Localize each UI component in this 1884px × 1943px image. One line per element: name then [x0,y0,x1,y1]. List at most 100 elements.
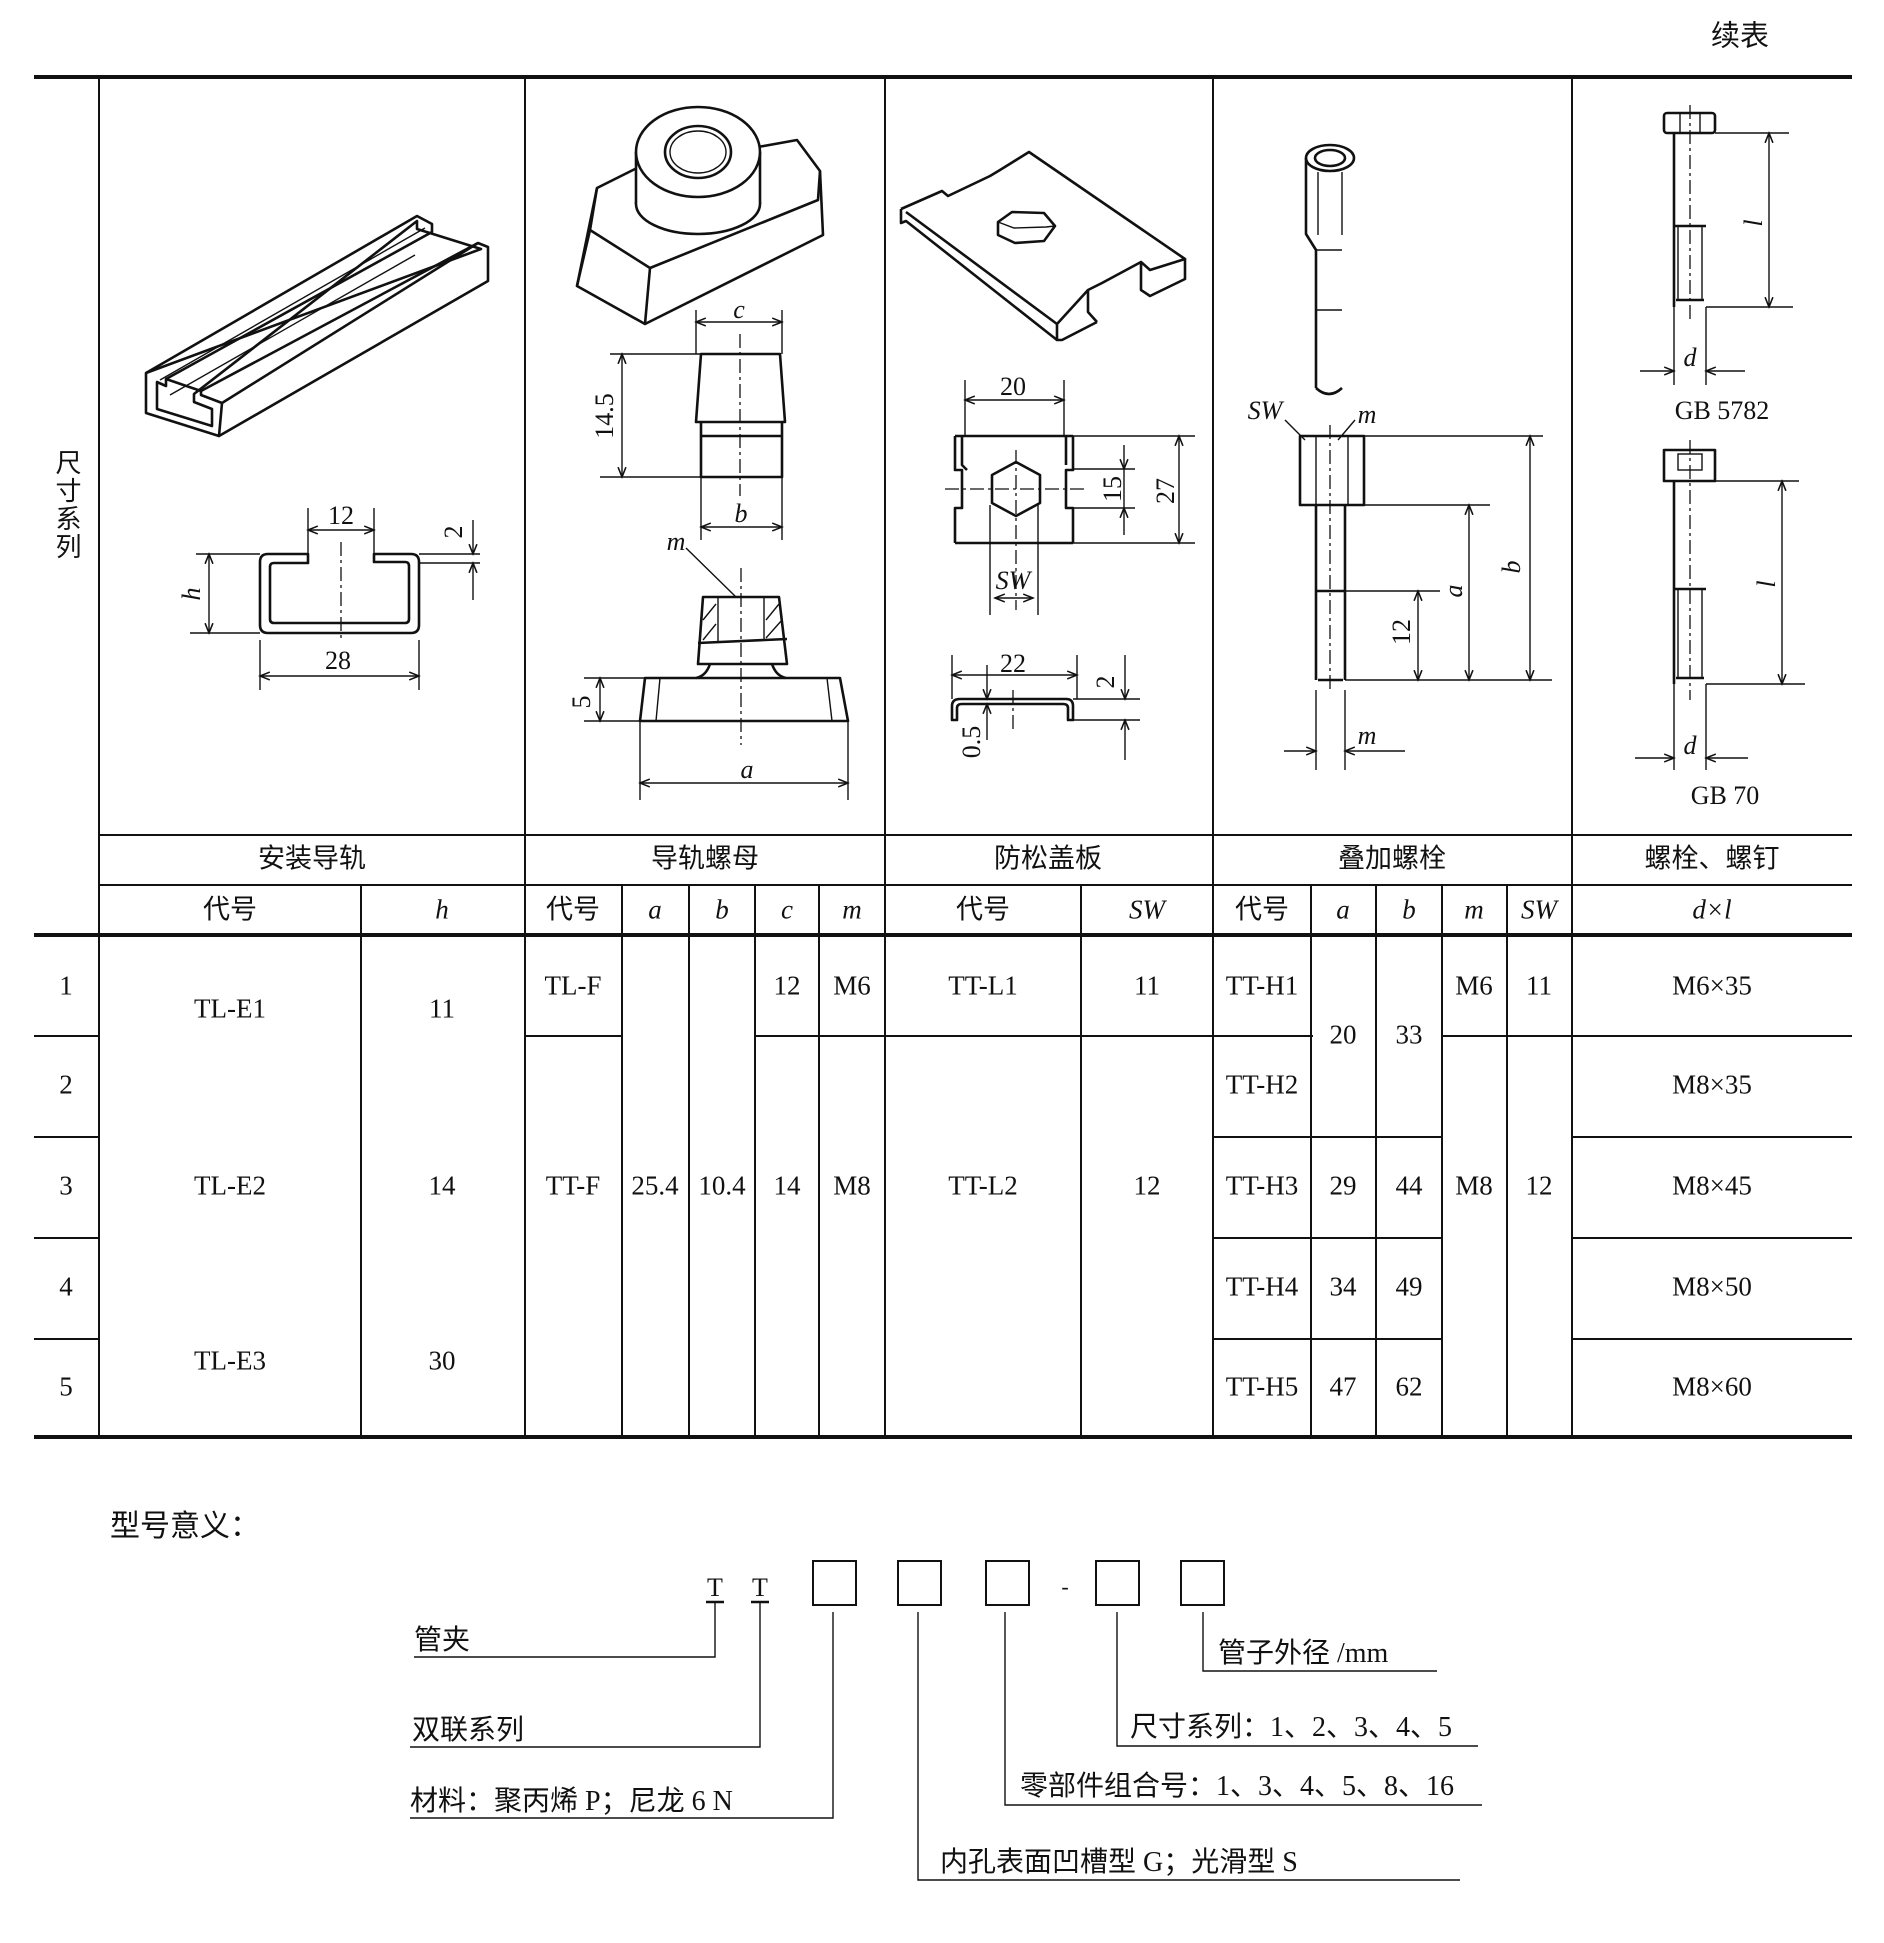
bolt-code: TT-H1 [1225,970,1299,1001]
dimension-label: a [741,755,754,784]
nut-m: M6 [833,970,871,1001]
desc-clamp: 管夹 [414,1625,471,1656]
column-rule [1080,885,1082,1437]
dimension-label: c [733,295,745,324]
dimension-label: b [1497,561,1526,574]
column-header: m [1464,894,1484,925]
nut-code: TT-F [545,1170,601,1201]
table-top-rule [34,75,1852,79]
column-header: 代号 [956,894,1010,925]
nut-a: 25.4 [631,1170,679,1201]
bolt-a: 29 [1329,1170,1357,1201]
header-bottom-rule [34,933,1852,937]
column-header: b [1402,894,1416,925]
cover-code: TT-L2 [948,1170,1018,1201]
column-rule [884,76,886,1437]
bolt-sw: 11 [1526,970,1552,1001]
nut-b: 10.4 [698,1170,746,1201]
dimension-label: m [667,527,686,556]
cover-plate-side-view-drawing: 22 2 0.5 [952,649,1140,760]
column-rule [1212,76,1214,1437]
row-rule [34,1338,99,1340]
dimension-label: 2 [1091,676,1120,689]
bolt-code: TT-H2 [1225,1069,1299,1100]
category-header: 导轨螺母 [651,843,759,874]
row-rule [525,1035,622,1037]
dimension-label: 14.5 [590,393,619,439]
screw-size: M8×35 [1672,1069,1752,1100]
standard-label: GB 70 [1691,781,1760,810]
model-code-slot-size-series [1095,1560,1140,1606]
dimension-label: l [1739,219,1768,226]
dimension-label: 28 [325,646,351,675]
dimension-label: SW [1248,396,1285,425]
row-rule [755,1035,1313,1037]
column-rule [524,76,526,1437]
row-number: 1 [59,970,73,1001]
cover-code: TT-L1 [948,970,1018,1001]
stacking-bolt-drawing: b a 12 SW m m [1248,143,1552,770]
bolt-sw: 12 [1525,1170,1553,1201]
category-header: 螺栓、螺钉 [1644,843,1780,874]
column-rule [818,885,820,1437]
rail-isometric-drawing [144,214,490,438]
nut-c: 12 [773,970,801,1001]
row-rule [1572,1136,1852,1138]
dimension-label: 12 [1387,619,1416,645]
row-number: 3 [59,1170,73,1201]
row-rule [34,1035,99,1037]
screw-size: M8×45 [1672,1170,1752,1201]
rail-code: TL-E1 [194,993,266,1024]
rail-code: TL-E3 [194,1345,266,1376]
row-rule [1442,1035,1852,1037]
row-rule [1213,1237,1442,1239]
dimension-label: 27 [1151,478,1180,504]
standard-label: GB 5782 [1675,396,1770,425]
model-code-prefix-t1: T [707,1573,723,1602]
cover-sw: 11 [1134,970,1160,1001]
rail-h: 14 [428,1170,456,1201]
dimension-label: m [1358,400,1377,429]
dimension-label: SW [996,566,1033,595]
row-rule [34,1237,99,1239]
category-header-rule [99,834,1852,836]
row-rule [1213,1136,1442,1138]
model-code-slot-material [812,1560,857,1606]
column-header: b [715,894,729,925]
category-header: 防松盖板 [994,843,1102,874]
bolt-m: M8 [1455,1170,1493,1201]
column-header: m [842,894,862,925]
model-code-slot-bore-surface [897,1560,942,1606]
screw-size: M8×60 [1672,1371,1752,1402]
nut-front-view-drawing: c 14.5 b [590,295,787,540]
socket-screw-gb70-drawing: l d GB 70 [1635,440,1805,810]
model-code-title: 型号意义： [110,1510,260,1543]
column-header: a [648,894,662,925]
desc-bore-surface: 内孔表面凹槽型 G；光滑型 S [940,1847,1298,1878]
dimension-label: 15 [1098,476,1127,502]
column-header: a [1336,894,1350,925]
bolt-b: 44 [1395,1170,1423,1201]
model-code-prefix-t2: T [752,1573,768,1602]
dimension-label: 22 [1000,649,1026,678]
column-rule [754,885,756,1437]
bolt-b: 62 [1395,1371,1423,1402]
column-header: 代号 [546,894,600,925]
hex-bolt-gb5782-drawing: l d GB 5782 [1640,105,1793,425]
cover-plate-front-view-drawing: 20 15 27 SW [945,372,1195,615]
bolt-a: 20 [1329,1019,1357,1050]
rail-h: 30 [428,1345,456,1376]
dimension-label: 20 [1000,372,1026,401]
subheader-rule [99,884,1852,886]
row-number: 4 [59,1271,73,1302]
desc-material: 材料：聚丙烯 P；尼龙 6 N [410,1786,733,1817]
dimension-label: m [1358,721,1377,750]
bolt-b: 49 [1395,1271,1423,1302]
model-code-separator: - [1061,1574,1069,1599]
dimension-label: 12 [328,501,354,530]
column-rule [621,885,623,1437]
column-header: 代号 [203,894,257,925]
dimension-label: d [1684,731,1698,760]
rail-h: 11 [429,993,455,1024]
bolt-code: TT-H5 [1225,1371,1299,1402]
